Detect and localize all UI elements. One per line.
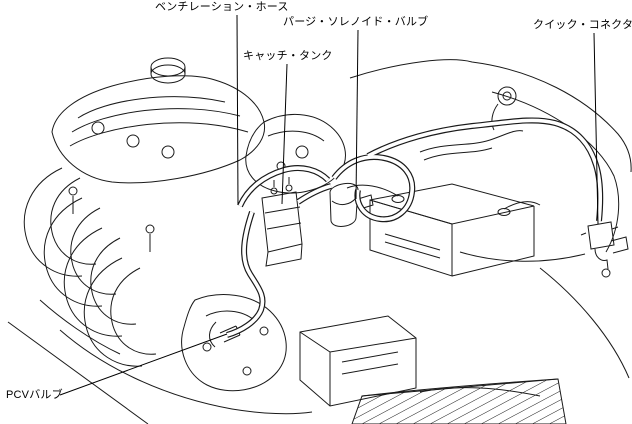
oil-filler-cap-art [150, 64, 186, 84]
fuse-box-art [299, 315, 417, 407]
catch-tank-art [261, 177, 303, 267]
label-purge-solenoid-valve: パージ・ソレノイド・バルブ [283, 16, 429, 28]
intake-manifold-art [23, 167, 157, 367]
quick-connector-art [580, 221, 629, 278]
hose-art [226, 117, 604, 338]
pcv-valve-leader-line [59, 333, 228, 396]
purge-solenoid-valve-art [329, 182, 374, 227]
ventilation-hose-leader-line [236, 14, 239, 206]
valve-cover-art [51, 57, 266, 184]
battery-terminal-art [391, 195, 405, 203]
label-quick-connector: クイック・コネクタ [533, 19, 632, 31]
engine-block-art [7, 294, 313, 424]
label-catch-tank: キャッチ・タンク [243, 50, 333, 62]
chassis-body-art [349, 59, 632, 424]
quick-connector-leader-line [593, 32, 599, 225]
purge-solenoid-valve-leader-line [355, 29, 359, 200]
catch-tank-leader-line [281, 63, 288, 205]
label-ventilation-hose: ベンチレーション・ホース [155, 1, 289, 13]
label-pcv-valve: PCVバルブ [6, 389, 63, 401]
hose-core-art [226, 118, 603, 337]
battery-art [346, 183, 541, 277]
leader-lines [59, 14, 599, 396]
